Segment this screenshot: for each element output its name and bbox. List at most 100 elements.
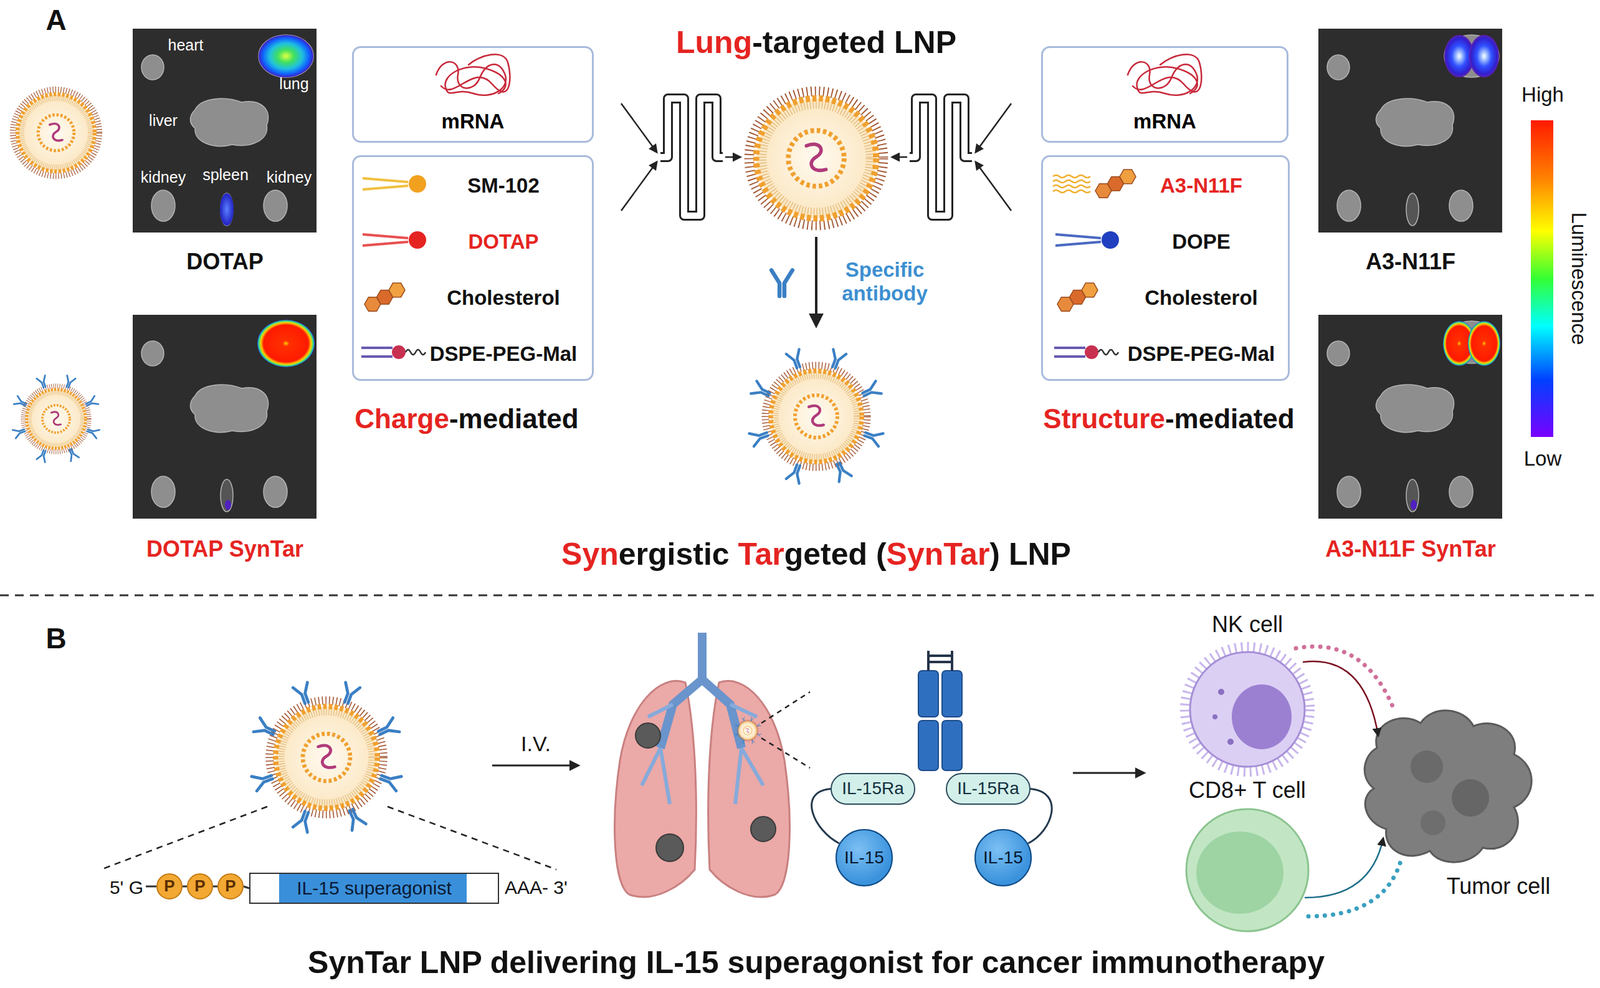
art-path <box>1303 661 1379 736</box>
art-circle <box>656 833 684 862</box>
sequence-end: 5' G <box>109 876 144 899</box>
art-ellipse <box>1410 499 1417 510</box>
art-use <box>1127 54 1202 95</box>
art-path <box>1052 175 1091 193</box>
highlight-text: Syn <box>561 536 619 572</box>
organ-label: kidney <box>266 168 312 187</box>
highlight-text: Lung <box>676 24 753 60</box>
art-circle <box>408 231 427 249</box>
backbone-line <box>145 885 157 888</box>
node-text: SM-102 <box>419 173 588 198</box>
backbone-link <box>213 885 218 888</box>
flow-arrow <box>814 236 818 326</box>
art-ellipse <box>257 319 315 367</box>
art-use <box>1095 169 1136 198</box>
image-caption: DOTAP SynTar <box>146 535 304 562</box>
node-text: IL-15Ra <box>957 778 1020 799</box>
syntar-particle <box>748 348 883 483</box>
organ-label: lung <box>279 74 309 93</box>
art-use <box>733 716 761 744</box>
cytokine-circle: IL-15 <box>835 828 893 886</box>
imaging-photo <box>132 314 317 519</box>
art-rect <box>1318 28 1503 233</box>
attack-arrows <box>1295 646 1402 916</box>
art-path <box>1308 856 1402 916</box>
section-heading: Synergistic Targeted (SynTar) LNP <box>561 536 1072 573</box>
phosphate-circle: P <box>156 872 183 900</box>
art-path <box>1305 838 1384 898</box>
art-rect <box>918 720 939 771</box>
node-text: Cholesterol <box>419 285 588 310</box>
cell-label: Tumor cell <box>1446 872 1551 899</box>
art-path <box>641 704 764 804</box>
tumor-cell <box>1364 710 1532 862</box>
node-text: P <box>224 876 236 896</box>
cell-label: CD8+ T cell <box>1188 776 1306 803</box>
art-rect <box>942 670 962 717</box>
node-text: IL-15Ra <box>841 778 905 799</box>
antibody-icon <box>771 269 793 296</box>
route-label: I.V. <box>520 731 551 756</box>
art-rect <box>942 720 962 771</box>
art-use <box>892 98 1012 216</box>
scale-label: High <box>1521 82 1564 107</box>
imaging-photo <box>1318 28 1503 233</box>
art-circle <box>408 175 427 193</box>
figure-title: Lung-targeted LNP <box>676 24 957 62</box>
art-use <box>1057 282 1098 311</box>
t-cell <box>1186 808 1309 931</box>
art-ellipse <box>1469 34 1500 78</box>
art-ellipse <box>1467 320 1501 366</box>
component-box: SM-102DOTAPCholesterolDSPE-PEG-Mal <box>352 155 594 381</box>
syntar-particle <box>251 682 402 833</box>
phosphate-circle: P <box>217 872 244 900</box>
image-caption: A3-N11F SynTar <box>1325 535 1496 562</box>
art-circle <box>1190 651 1305 767</box>
luminescence-scale <box>1530 120 1554 437</box>
panel-a-lnp-icons <box>12 89 100 463</box>
art-circle <box>1227 738 1234 745</box>
zoom-line <box>100 806 557 870</box>
art-circle <box>1101 231 1120 249</box>
node-text: A3-N11F <box>1117 173 1286 198</box>
panel-letter: A <box>45 3 67 37</box>
highlight-text: Structure <box>1042 403 1166 434</box>
node-text: IL-15 <box>983 847 1024 868</box>
art-rect <box>918 670 939 717</box>
organ-label: kidney <box>140 168 186 187</box>
art-circle <box>1451 778 1490 817</box>
node-text: DOPE <box>1117 229 1286 254</box>
art-use <box>621 98 741 216</box>
art-circle <box>1218 688 1225 695</box>
scale-title: Luminescence <box>1566 212 1591 346</box>
zoom-line <box>761 691 810 768</box>
imaging-photo <box>132 28 317 233</box>
sequence-end: AAA- 3' <box>504 876 568 899</box>
backbone-link <box>243 885 250 888</box>
step-label: Specific antibody <box>825 257 944 306</box>
art-rect <box>132 314 317 519</box>
node-text: P <box>163 876 175 896</box>
art-ellipse <box>219 193 234 226</box>
organ-label: spleen <box>202 165 249 184</box>
component-box: mRNA <box>352 46 594 143</box>
art-path <box>1055 234 1101 246</box>
component-icons <box>361 54 1202 359</box>
art-ellipse <box>258 34 314 78</box>
art-ellipse <box>224 499 232 510</box>
fc-domain <box>918 670 962 771</box>
image-caption: A3-N11F <box>1365 248 1456 275</box>
panel-divider <box>0 594 1600 597</box>
gene-box: IL-15 superagonist <box>249 872 500 904</box>
node-text: P <box>194 876 205 896</box>
art-use <box>141 34 314 226</box>
cell-label: NK cell <box>1211 611 1283 637</box>
backbone-link <box>182 885 187 888</box>
art-circle <box>635 722 661 748</box>
component-box: A3-N11FDOPECholesterolDSPE-PEG-Mal <box>1041 155 1290 381</box>
highlight-text: SynTar <box>886 536 991 572</box>
scale-label: Low <box>1523 446 1562 471</box>
